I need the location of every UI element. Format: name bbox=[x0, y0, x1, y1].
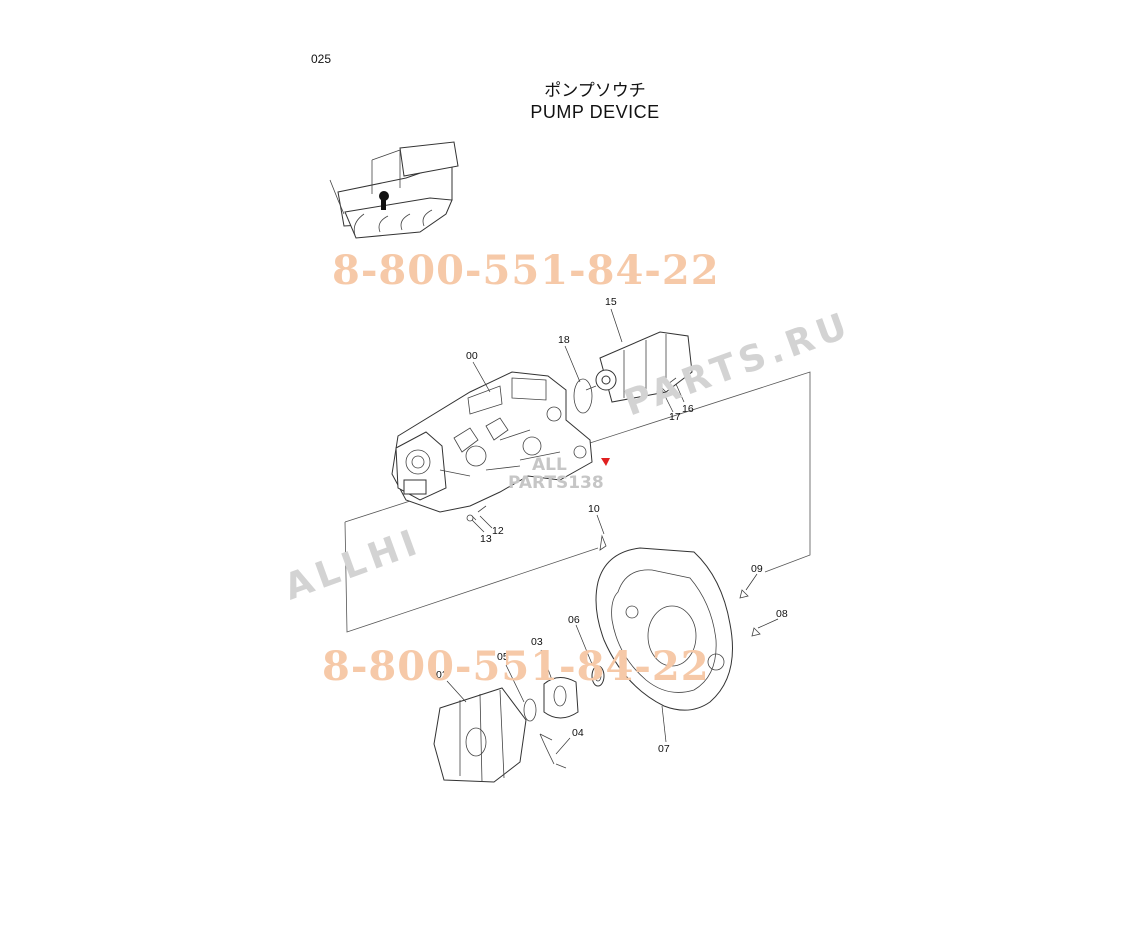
callout-00: 00 bbox=[466, 350, 478, 362]
flywheel-housing-07 bbox=[595, 547, 733, 711]
machine-thumbnail bbox=[329, 141, 459, 239]
bolt-08 bbox=[751, 627, 761, 637]
bolts-04 bbox=[539, 733, 567, 769]
bolt-16-17 bbox=[656, 377, 677, 396]
callout-03: 03 bbox=[531, 636, 543, 648]
callout-06: 06 bbox=[568, 614, 580, 626]
main-pump-assembly bbox=[391, 371, 593, 513]
callout-13: 13 bbox=[480, 533, 492, 545]
ring-05 bbox=[523, 698, 537, 722]
phone-watermark-bottom: 8-800-551-84-22 bbox=[322, 643, 710, 690]
title-japanese: ポンプソウチ bbox=[544, 81, 646, 101]
callout-15: 15 bbox=[605, 296, 617, 308]
page-number: 025 bbox=[311, 52, 332, 66]
parts-logo-watermark: ALL PARTS138 bbox=[508, 455, 610, 493]
callout-16: 16 bbox=[682, 403, 694, 415]
leader-lines bbox=[446, 308, 779, 755]
callout-10: 10 bbox=[588, 503, 600, 515]
callout-07: 07 bbox=[658, 743, 670, 755]
o-ring-18 bbox=[573, 378, 593, 414]
gear-pump-15 bbox=[585, 331, 693, 403]
bolt-10 bbox=[599, 534, 607, 551]
logo-top-text: ALL bbox=[532, 455, 567, 475]
callout-02: 02 bbox=[436, 669, 448, 681]
logo-bottom-text: PARTS138 bbox=[508, 473, 604, 493]
logo-red-mark bbox=[601, 458, 610, 466]
callout-05: 05 bbox=[497, 651, 509, 663]
callout-08: 08 bbox=[776, 608, 788, 620]
title-english: PUMP DEVICE bbox=[530, 102, 660, 122]
callout-17: 17 bbox=[669, 411, 681, 423]
bolt-12-13 bbox=[466, 505, 487, 522]
callout-18: 18 bbox=[558, 334, 570, 346]
callout-12: 12 bbox=[492, 525, 504, 537]
callout-09: 09 bbox=[751, 563, 763, 575]
bolt-09 bbox=[739, 589, 749, 599]
site-watermark-left: ALLHI bbox=[279, 521, 427, 608]
coupling-02 bbox=[433, 687, 527, 783]
callout-04: 04 bbox=[572, 727, 584, 739]
phone-watermark-top: 8-800-551-84-22 bbox=[332, 247, 720, 294]
seal-06 bbox=[591, 665, 605, 687]
hub-03 bbox=[543, 677, 579, 719]
